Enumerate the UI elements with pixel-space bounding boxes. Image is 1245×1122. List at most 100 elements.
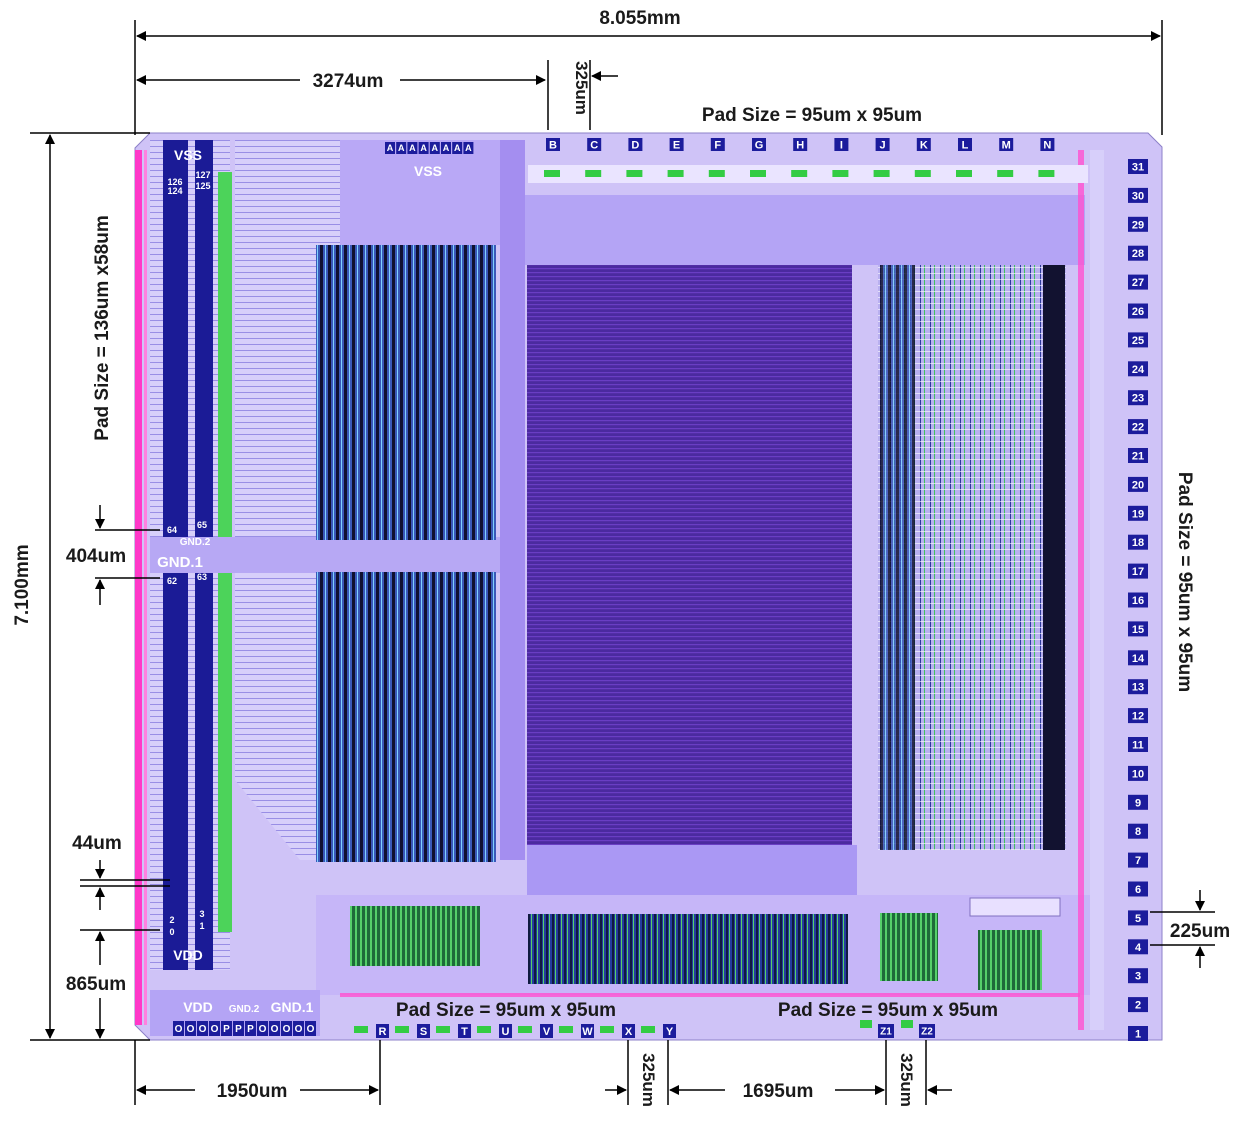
right-pad-4: 4 (1128, 939, 1148, 955)
right-pitch-label: 225um (1170, 921, 1230, 942)
right-pad-18-label: 18 (1132, 537, 1144, 549)
bottom-pad-r-label: R (379, 1026, 387, 1038)
left-gap-lower-label: 44um (72, 833, 122, 854)
right-pad-2-label: 2 (1135, 1000, 1141, 1012)
bottom-left-pad-1: O (185, 1021, 196, 1036)
left-num-126: 126 (167, 177, 182, 187)
top-vss-pad-6-box (452, 142, 463, 154)
top-vss-label: VSS (414, 163, 442, 179)
left-num-62: 62 (167, 576, 177, 586)
right-pad-8: 8 (1128, 823, 1148, 839)
bottom-left-pad-4: P (221, 1021, 232, 1036)
bottom-pad-cell-r (354, 1026, 368, 1033)
top-pad-h-box (793, 138, 808, 151)
top-vss-pad-6-label: A (454, 143, 461, 153)
right-pad-3: 3 (1128, 968, 1148, 984)
pad-size-top-label: Pad Size = 95um x 95um (702, 105, 922, 126)
right-pad-4-label: 4 (1135, 942, 1142, 954)
bottom-pad-cell-v (518, 1026, 532, 1033)
left-bottom-offset-label: 865um (66, 974, 126, 995)
top-vss-pad-1: A (396, 142, 407, 154)
bottom-pad-r: R (376, 1024, 389, 1038)
right-pad-6-box (1128, 881, 1148, 897)
right-pad-21: 21 (1128, 448, 1148, 463)
left-num-1: 1 (199, 921, 204, 931)
die (134, 132, 1163, 1041)
top-pad-d-label: D (631, 139, 639, 151)
left-vdd-label: VDD (173, 947, 203, 963)
bottom-left-pad-6-box (245, 1021, 256, 1036)
bottom-left-pad-5-box (233, 1021, 244, 1036)
right-pad-29: 29 (1128, 216, 1148, 232)
top-pad-cell-k (914, 170, 931, 177)
right-pad-8-label: 8 (1135, 826, 1141, 838)
top-pad-cell-l (956, 170, 972, 177)
top-pad-cell-g (750, 170, 766, 177)
bottom-pad-t: T (458, 1024, 471, 1038)
bottom-left-pad-5: P (233, 1021, 244, 1036)
top-pad-c-label: C (590, 139, 598, 151)
bottom-left-pad-8-label: O (271, 1024, 279, 1035)
right-pad-17-box (1128, 563, 1148, 579)
top-pad-b-label: B (549, 139, 557, 151)
left-array-upper (316, 245, 496, 540)
bottom-pad-x-box (622, 1024, 635, 1038)
top-pad-n-box (1040, 138, 1055, 151)
bottom-pad-cell-x (600, 1026, 614, 1033)
bottom-pad-x: X (622, 1024, 635, 1038)
right-pad-5-label: 5 (1135, 913, 1141, 925)
top-pad-cell-j (873, 170, 890, 177)
top-pad-i: I (834, 138, 849, 151)
dimension-lines (30, 20, 1215, 1105)
top-vss-pad-4-box (429, 142, 440, 154)
right-pad-13-label: 13 (1132, 682, 1144, 694)
left-gap-upper-label: 404um (66, 546, 126, 567)
top-vss-pad-2-box (407, 142, 418, 154)
top-vss-pad-7-label: A (465, 143, 472, 153)
right-pad-22-label: 22 (1132, 422, 1144, 434)
bottom-pad-t-label: T (461, 1026, 468, 1038)
bottom-left-pad-3: O (209, 1021, 220, 1036)
right-pad-22: 22 (1128, 419, 1148, 435)
right-pad-23: 23 (1128, 390, 1148, 406)
right-pad-4-box (1128, 939, 1148, 955)
right-pad-13-box (1128, 679, 1148, 695)
top-pad-g-label: G (755, 139, 764, 151)
right-pad-14: 14 (1128, 650, 1148, 666)
left-num-124: 124 (167, 186, 182, 196)
bottom-left-pad-11: O (305, 1021, 316, 1036)
bottom-left-pad-3-label: O (211, 1024, 219, 1035)
right-pad-30-box (1128, 187, 1148, 203)
top-pad-j-label: J (880, 139, 886, 151)
right-pad-15: 15 (1128, 621, 1148, 637)
top-pad-d-box (628, 138, 643, 151)
pad-size-bottom-right-label: Pad Size = 95um x 95um (778, 1000, 998, 1021)
top-pitch-label: 325um (572, 61, 591, 115)
right-pad-19: 19 (1128, 505, 1148, 521)
right-pad-27: 27 (1128, 274, 1148, 290)
top-vss-pad-6: A (452, 142, 463, 154)
top-pad-l-box (958, 138, 972, 151)
bottom-span-label: 1695um (743, 1081, 814, 1102)
left-num-125: 125 (195, 181, 210, 191)
right-pad-24-label: 24 (1132, 364, 1145, 376)
bottom-pad-s-box (417, 1024, 430, 1038)
top-vss-pad-2-label: A (409, 143, 416, 153)
bottom-left-pad-10-box (293, 1021, 304, 1036)
bottom-left-pad-1-label: O (187, 1024, 195, 1035)
bottom-pad-v-label: V (543, 1026, 551, 1038)
top-pad-l-label: L (962, 139, 969, 151)
bottom-left-labels: VDD GND.2 GND.1 (183, 999, 313, 1015)
top-pad-cell-n (1038, 170, 1055, 177)
left-num-64: 64 (167, 525, 177, 535)
bottom-pad-w: W (581, 1024, 594, 1038)
top-pad-b-box (546, 138, 560, 151)
top-pad-j: J (875, 138, 890, 151)
top-vss-region (340, 140, 525, 245)
right-pad-20: 20 (1128, 476, 1148, 492)
top-pad-cell-d (626, 170, 643, 177)
top-pad-g-box (752, 138, 766, 151)
